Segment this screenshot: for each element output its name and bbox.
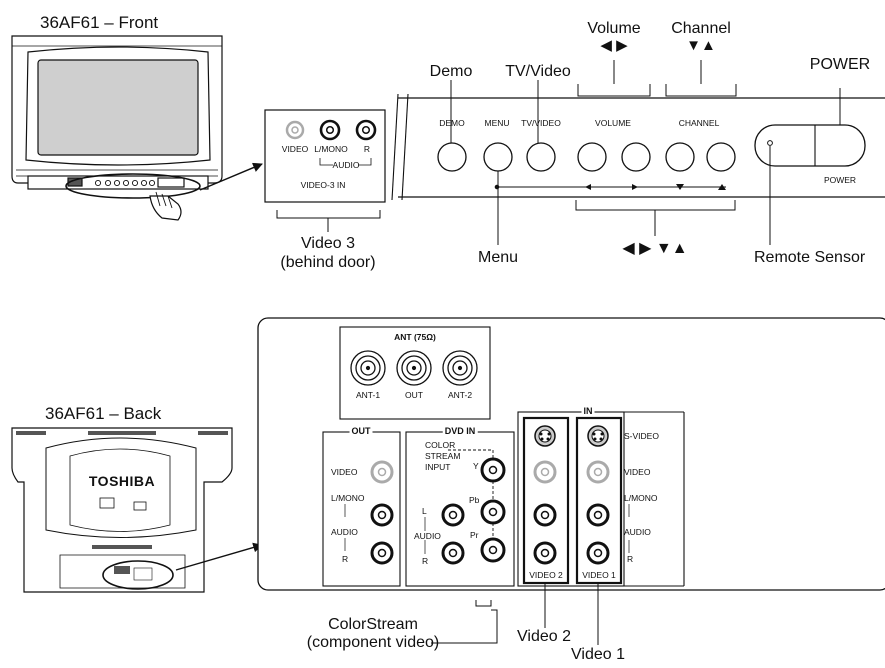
volume-arrows: ◀ ▶ [600, 37, 628, 54]
in-label-lmono: L/MONO [624, 493, 658, 503]
back-title: 36AF61 – Back [45, 404, 162, 423]
front-tv-screen [37, 59, 199, 156]
ant-label-out: OUT [405, 390, 423, 400]
back-jack-panel [257, 317, 885, 645]
remote-sensor-callout: Remote Sensor [754, 249, 866, 266]
video3-label-video: VIDEO [281, 144, 309, 154]
demo-callout: Demo [429, 63, 473, 80]
dvd-label-pb: Pb [469, 495, 480, 505]
out-jacks [370, 460, 394, 565]
video3-label-in: VIDEO-3 IN [300, 180, 346, 190]
in-jacks [533, 425, 610, 565]
dvd-jacks [441, 457, 506, 565]
video3-door-panel [264, 109, 386, 232]
ant-title: ANT (75Ω) [394, 332, 436, 342]
video1-callout: Video 1 [571, 646, 625, 663]
in-label-video2: VIDEO 2 [529, 570, 563, 580]
antenna-jacks [350, 350, 478, 386]
volume-right-button [621, 142, 651, 172]
video2-callout: Video 2 [517, 628, 571, 645]
channel-callout: Channel [671, 20, 731, 37]
out-label-lmono: L/MONO [331, 493, 365, 503]
dvd-label-pr: Pr [470, 530, 479, 540]
colorstream-callout-sub: (component video) [306, 634, 440, 651]
volume-callout: Volume [587, 20, 641, 37]
channel-up-button [706, 142, 736, 172]
tvvideo-callout: TV/Video [505, 63, 571, 80]
in-label-r: R [627, 554, 634, 564]
dvd-label-input: INPUT [425, 462, 451, 472]
dvd-title: DVD IN [442, 426, 478, 436]
colorstream-callout: ColorStream [328, 616, 418, 633]
out-label-r: R [342, 554, 349, 564]
back-tv-illustration [11, 427, 263, 593]
panel-label-volume: VOLUME [595, 118, 631, 128]
video3-label-lmono: L/MONO [314, 144, 348, 154]
front-control-panel [391, 60, 885, 245]
channel-arrows: ▼▲ [686, 37, 716, 54]
tvvideo-button [526, 142, 556, 172]
menu-button [483, 142, 513, 172]
dvd-label-audio: AUDIO [414, 531, 441, 541]
video3-callout-sub: (behind door) [280, 254, 376, 271]
out-label-video: VIDEO [331, 467, 358, 477]
panel-label-demo: DEMO [439, 118, 465, 128]
in-title: IN [581, 406, 595, 416]
out-title: OUT [349, 426, 373, 436]
ant-label-1: ANT-1 [355, 390, 381, 400]
video3-callout: Video 3 [301, 235, 355, 252]
dvd-label-l: L [422, 506, 427, 516]
in-label-audio: AUDIO [624, 527, 651, 537]
arrows-callout: ◀ ▶ ▼▲ [622, 240, 688, 257]
dvd-label-y: Y [473, 461, 479, 471]
video3-label-audio: AUDIO [332, 160, 360, 170]
dvd-label-stream: STREAM [425, 451, 461, 461]
remote-sensor-window [767, 140, 773, 146]
in-label-svideo: S-VIDEO [624, 431, 659, 441]
back-brand: TOSHIBA [88, 473, 156, 489]
in-label-video: VIDEO [624, 467, 651, 477]
dvd-label-r: R [422, 556, 429, 566]
menu-callout: Menu [477, 249, 519, 266]
video3-jacks [285, 119, 377, 141]
dvd-label-color: COLOR [425, 440, 456, 450]
panel-label-channel: CHANNEL [678, 118, 720, 128]
video3-label-r: R [363, 144, 371, 154]
panel-buttons [437, 142, 736, 172]
panel-label-menu: MENU [484, 118, 510, 128]
in-label-video1: VIDEO 1 [582, 570, 616, 580]
front-title: 36AF61 – Front [40, 13, 159, 32]
panel-label-tvvideo: TV/VIDEO [521, 118, 561, 128]
panel-label-power: POWER [823, 175, 857, 185]
out-label-audio: AUDIO [331, 527, 358, 537]
front-tv-illustration [11, 35, 263, 221]
power-callout: POWER [809, 56, 871, 73]
volume-left-button [577, 142, 607, 172]
ant-label-2: ANT-2 [447, 390, 473, 400]
channel-down-button [665, 142, 695, 172]
demo-button [437, 142, 467, 172]
